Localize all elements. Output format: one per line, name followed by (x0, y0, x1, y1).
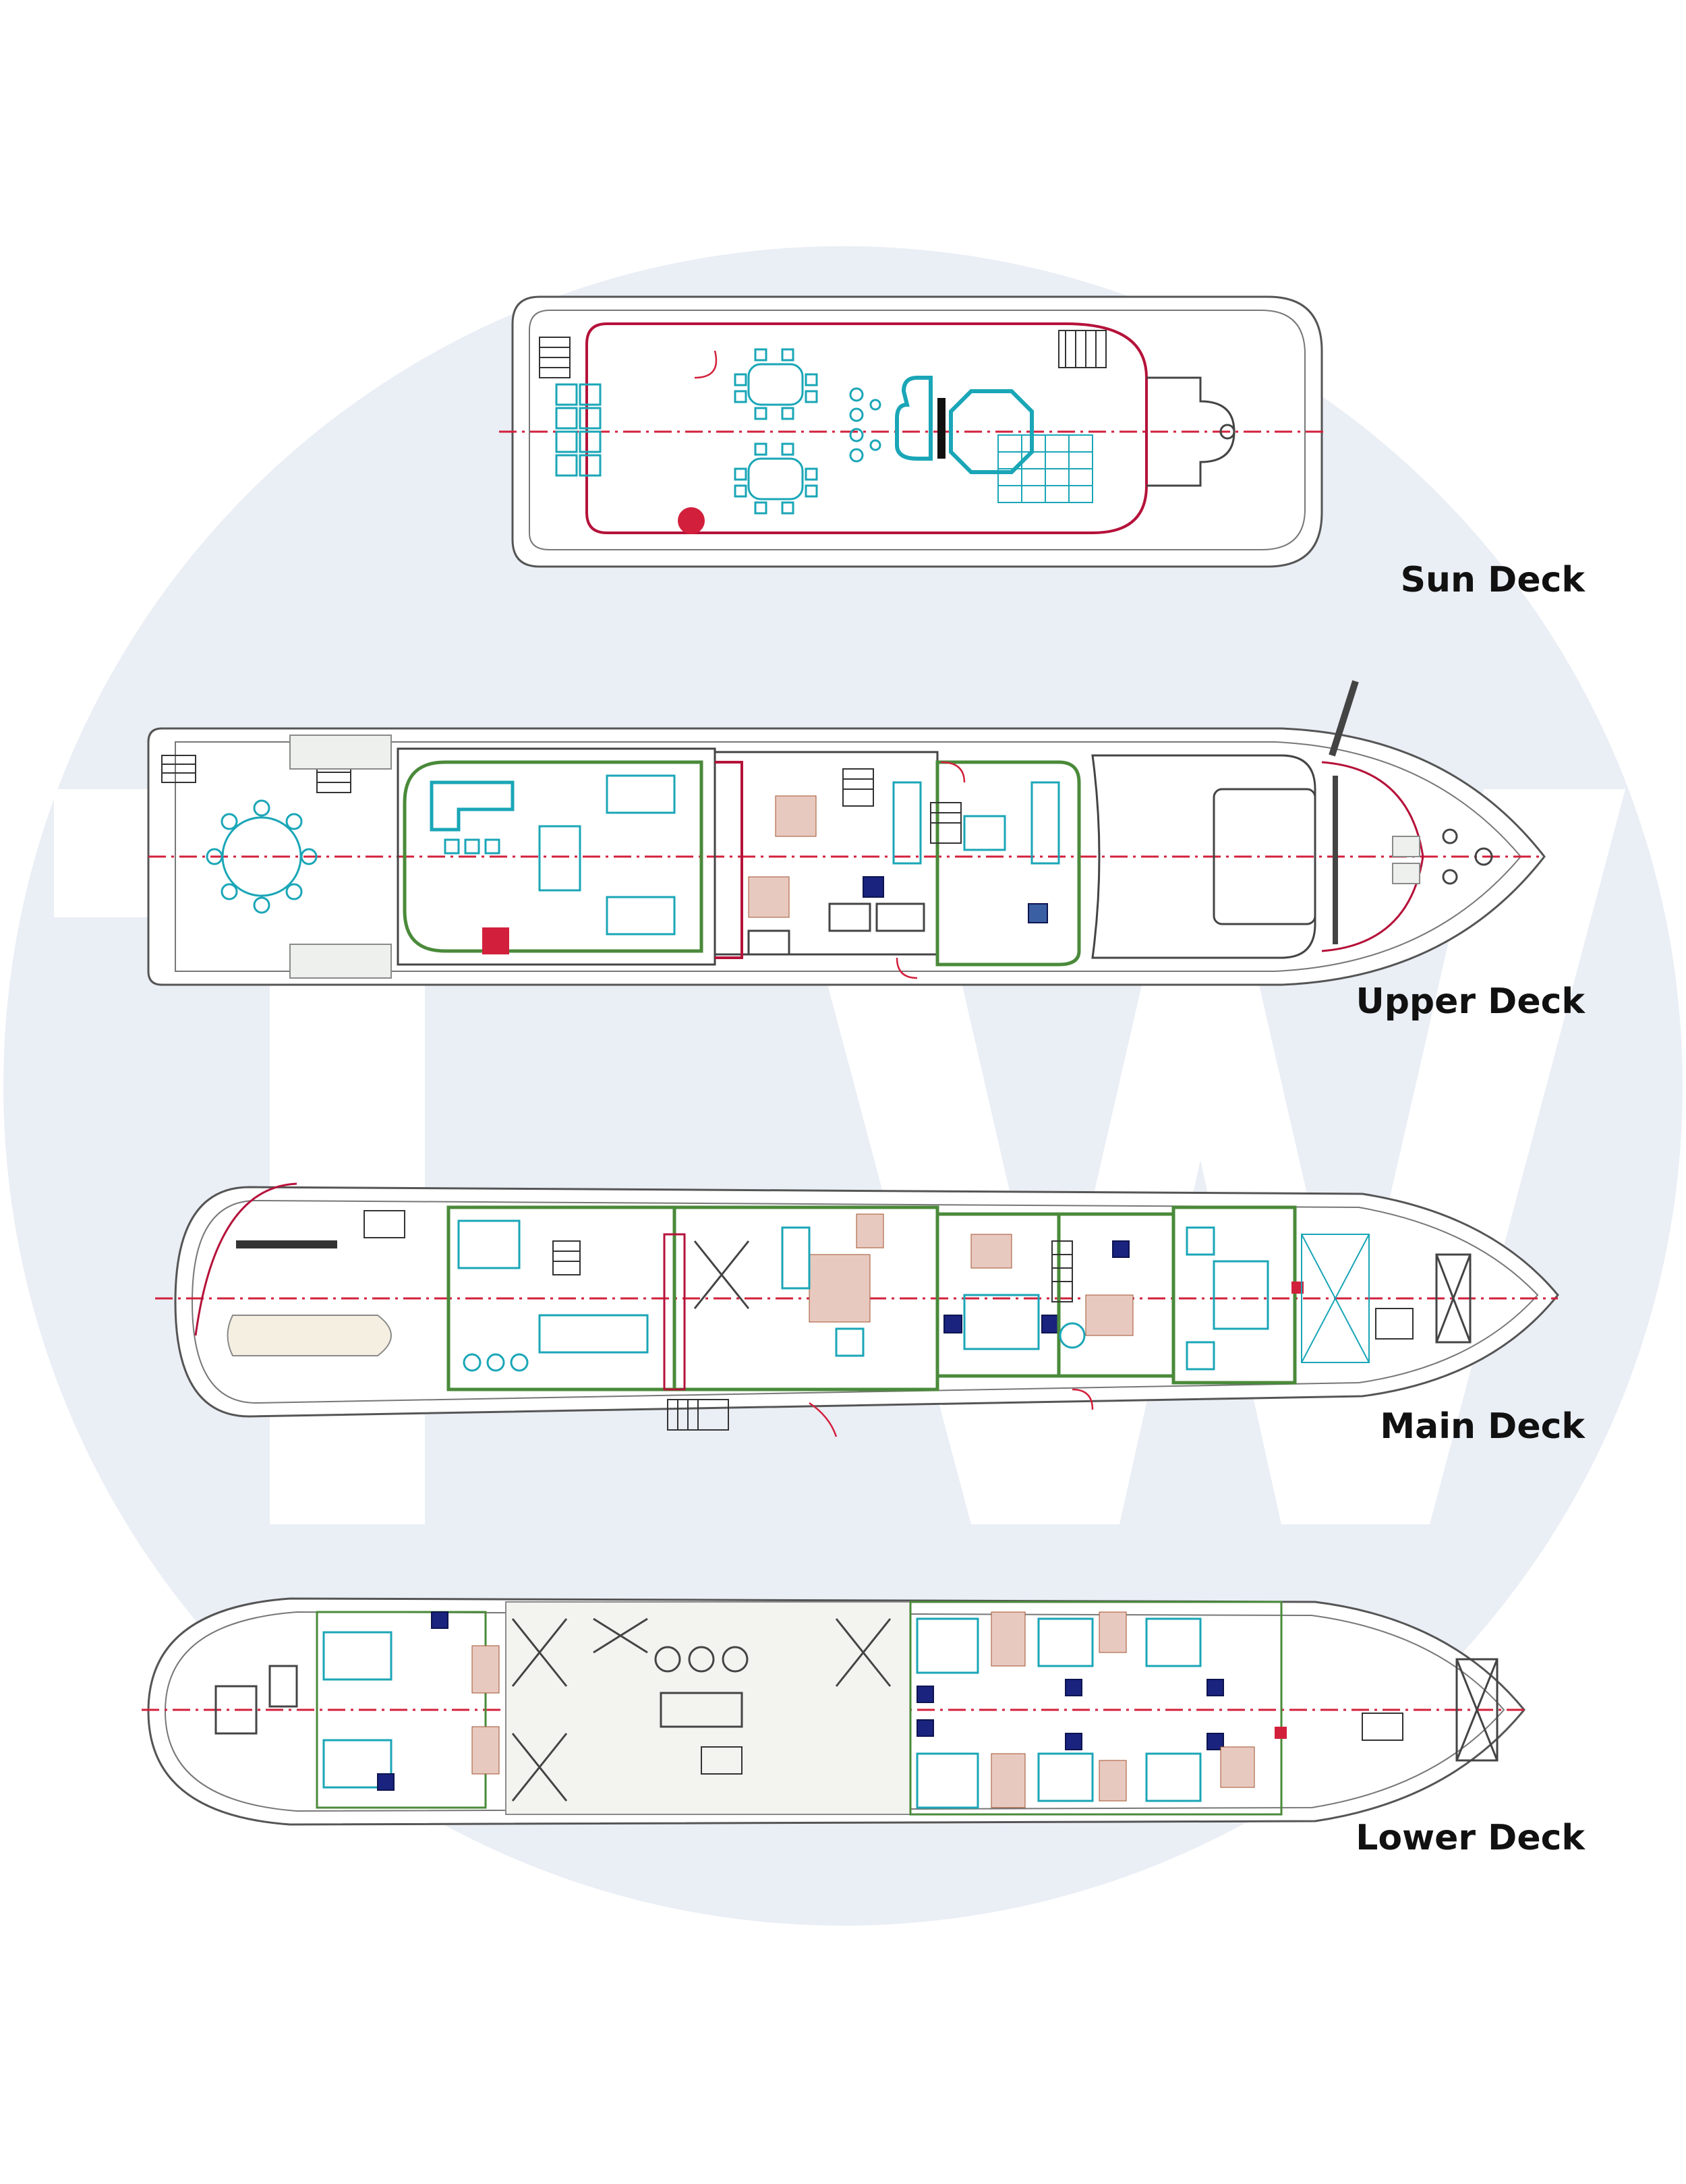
upper-wheelhouse (935, 760, 1081, 967)
sun-deck-stair-fwd (1058, 330, 1107, 368)
lower-crew-quarters (316, 1611, 500, 1809)
sun-loungers (555, 383, 602, 477)
sun-deck-label: Sun Deck (1400, 560, 1585, 600)
upper-internal-stairs (842, 768, 962, 844)
sun-dining-table-2 (734, 442, 818, 515)
upper-foredeck (1091, 680, 1493, 959)
lower-forepeak (1362, 1658, 1499, 1762)
main-tender-garage (194, 1182, 405, 1356)
upper-crane-arm (1329, 680, 1359, 757)
main-master-suite (1171, 1205, 1304, 1385)
sun-deck-stair-aft (539, 337, 571, 378)
upper-door-2 (896, 957, 918, 979)
upper-door-1 (940, 761, 966, 783)
sun-deck-door (694, 350, 718, 379)
sun-deck-liferaft (678, 507, 705, 534)
upper-sky-lounge (397, 747, 716, 966)
sun-bar-stools (849, 387, 881, 463)
lower-aft-store (214, 1665, 298, 1735)
lower-deck-label: Lower Deck (1356, 1818, 1585, 1858)
upper-aft-dining (206, 799, 318, 914)
main-forepeak (1301, 1234, 1472, 1363)
sun-dining-table-1 (734, 348, 818, 420)
main-door-2 (1072, 1388, 1094, 1410)
sun-jacuzzi (949, 389, 1034, 474)
sun-bar-back (937, 398, 946, 459)
upper-aft-lockers (289, 735, 392, 979)
lower-engine-room (505, 1601, 911, 1815)
main-internal-stairs (552, 1240, 1073, 1431)
upper-central-block (714, 751, 939, 959)
sun-deck-railing (585, 322, 1148, 534)
upper-deck-label: Upper Deck (1356, 981, 1585, 1022)
lower-guest-cabins (909, 1601, 1287, 1816)
main-galley-and-crew (663, 1205, 939, 1391)
sun-deck-mast (1219, 424, 1236, 440)
sun-deck-grid-tiles (997, 434, 1093, 503)
sun-bar-counter (895, 376, 933, 461)
main-deck-label: Main Deck (1380, 1406, 1585, 1447)
main-side-door (809, 1402, 838, 1437)
